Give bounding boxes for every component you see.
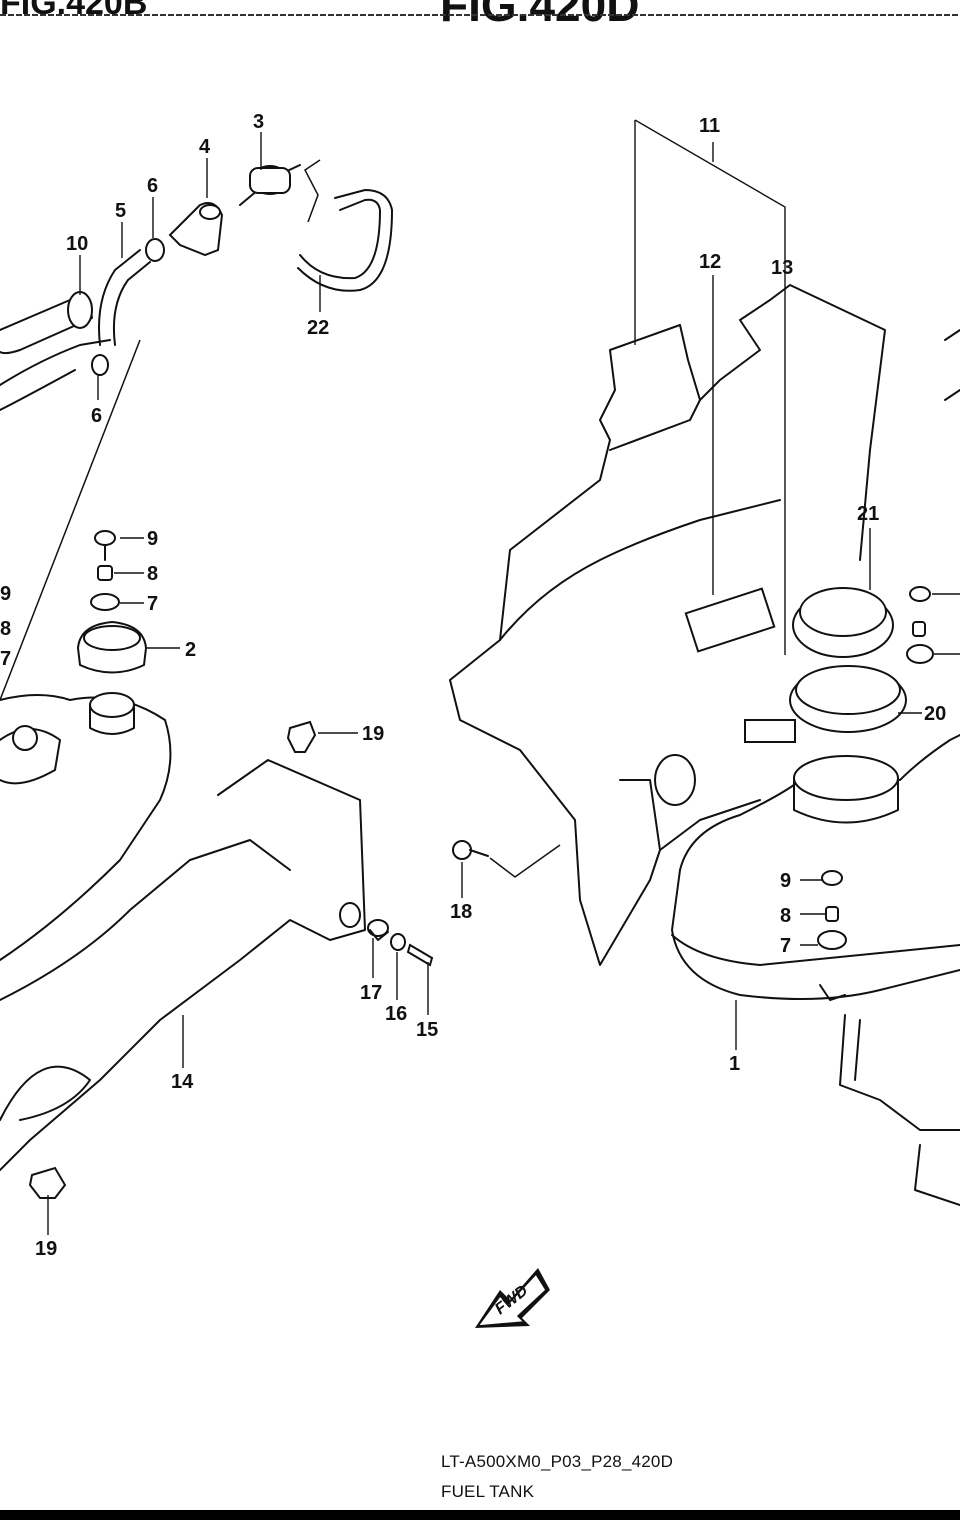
- breather-valve-4: [168, 202, 224, 257]
- grommet-7-left: [90, 593, 120, 611]
- callout-1: 1: [729, 1053, 740, 1075]
- fuel-tank-1: [671, 734, 960, 1001]
- callout-21: 21: [857, 503, 879, 525]
- diagram-title: FUEL TANK: [441, 1482, 535, 1501]
- callout-11: 11: [699, 115, 720, 137]
- callout-9-edge: 9: [0, 583, 11, 605]
- frame-cover-14: [0, 759, 366, 1171]
- callout-16: 16: [385, 1003, 407, 1025]
- bolt-18: [452, 840, 561, 878]
- callout-13: 13: [771, 257, 793, 279]
- clip-19-lower: [28, 1166, 67, 1199]
- collar-8-left: [97, 565, 113, 581]
- rear-bracket: [839, 329, 960, 1206]
- callout-4: 4: [199, 136, 211, 158]
- callout-22: 22: [307, 317, 329, 339]
- callout-20: 20: [924, 703, 946, 725]
- callout-18: 18: [450, 901, 472, 923]
- bolt-9-right: [909, 586, 931, 602]
- check-valve-3: [239, 164, 301, 206]
- clamp-6-lower: [91, 354, 109, 376]
- callout-7-left: 7: [147, 593, 158, 615]
- callout-7-edge: 7: [0, 648, 11, 670]
- part-code-label: LT-A500XM0_P03_P28_420D: [441, 1452, 674, 1471]
- callout-19-upper: 19: [362, 723, 384, 745]
- grommet-7-right: [906, 644, 934, 664]
- hose-5: [98, 249, 151, 346]
- bolt-15: [406, 943, 434, 967]
- callout-9-center: 9: [780, 870, 791, 892]
- callout-10: 10: [66, 233, 88, 255]
- callout-12: 12: [699, 251, 721, 273]
- bottom-bar: [0, 1510, 960, 1520]
- callout-8-left: 8: [147, 563, 158, 585]
- fuel-tank-left: [0, 692, 172, 961]
- collar-8-center: [825, 906, 839, 922]
- callout-7-center: 7: [780, 935, 791, 957]
- callout-14: 14: [171, 1071, 194, 1093]
- callout-8-edge: 8: [0, 618, 11, 640]
- hose-22: [297, 159, 393, 292]
- washer-16: [390, 933, 406, 951]
- fuel-cap-2: [76, 620, 148, 674]
- callout-6-upper: 6: [147, 175, 158, 197]
- callout-17: 17: [360, 982, 382, 1004]
- collar-17: [367, 919, 389, 941]
- callout-8-center: 8: [780, 905, 791, 927]
- fwd-arrow-icon: FWD: [475, 1268, 550, 1328]
- breather-hose-10: [0, 291, 111, 411]
- figure-header-left: FIG.420B: [0, 0, 148, 22]
- grommet-7-center: [817, 930, 847, 950]
- callout-9-left: 9: [147, 528, 158, 550]
- callout-19-lower: 19: [35, 1238, 57, 1260]
- seal-ring-20: [789, 665, 907, 733]
- callout-2: 2: [185, 639, 196, 661]
- callout-6-lower: 6: [91, 405, 102, 427]
- callout-3: 3: [253, 111, 264, 133]
- bolt-9-center: [821, 870, 843, 886]
- clamp-6-upper: [145, 238, 165, 262]
- callout-15: 15: [416, 1019, 438, 1041]
- collar-8-right: [912, 621, 926, 637]
- bolt-9-left: [94, 530, 116, 561]
- leader-lines: [47, 132, 960, 1235]
- callout-5: 5: [115, 200, 126, 222]
- cap-ring-21: [792, 587, 894, 658]
- heat-shield: [449, 284, 886, 966]
- clip-19-upper: [286, 720, 317, 753]
